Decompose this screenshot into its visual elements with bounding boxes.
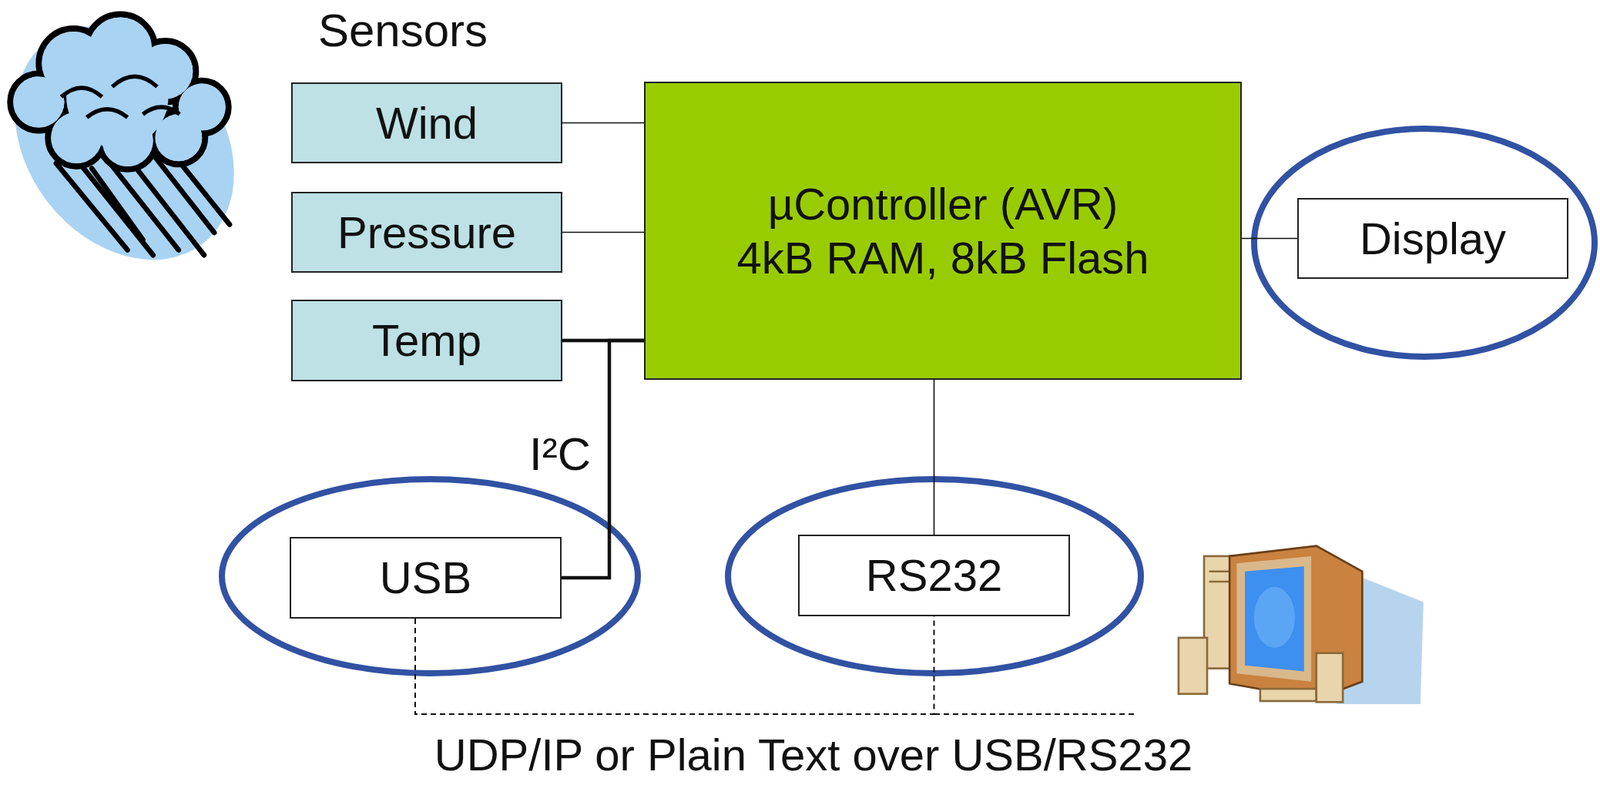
connector-line — [933, 379, 935, 535]
connector-path — [1241, 238, 1298, 240]
box-text: Wind — [375, 96, 478, 151]
box-text: USB — [379, 550, 472, 605]
microcontroller-box: µController (AVR)4kB RAM, 8kB Flash — [644, 81, 1242, 380]
bus-label: I²C — [529, 429, 591, 480]
sensor-box: Pressure — [291, 191, 563, 273]
box-text: 4kB RAM, 8kB Flash — [736, 231, 1149, 286]
link-caption: UDP/IP or Plain Text over USB/RS232 — [434, 730, 1193, 780]
dashed-link — [415, 616, 935, 715]
group-label: Sensors — [318, 5, 488, 57]
interface-box: RS232 — [798, 534, 1071, 617]
connector-path — [415, 616, 935, 715]
connector-path — [562, 231, 645, 234]
sensor-box: Wind — [291, 82, 563, 164]
connector-path — [562, 122, 645, 125]
box-text: Temp — [372, 313, 482, 368]
computer-icon — [1178, 546, 1424, 705]
link-to-pc — [934, 713, 1134, 715]
connector-line — [1241, 238, 1298, 239]
connector-path — [933, 379, 936, 535]
display-box: Display — [1297, 197, 1569, 279]
rain-cloud-icon — [0, 0, 280, 303]
box-text: Pressure — [337, 205, 517, 260]
box-text: Display — [1359, 211, 1507, 266]
connector-line — [562, 231, 645, 233]
box-text: µController (AVR) — [768, 177, 1119, 232]
highlight-ellipses — [221, 128, 1595, 674]
interface-box: USB — [289, 536, 562, 619]
sensor-box: Temp — [291, 299, 563, 382]
box-text: RS232 — [865, 548, 1003, 603]
connector-line — [562, 122, 645, 124]
